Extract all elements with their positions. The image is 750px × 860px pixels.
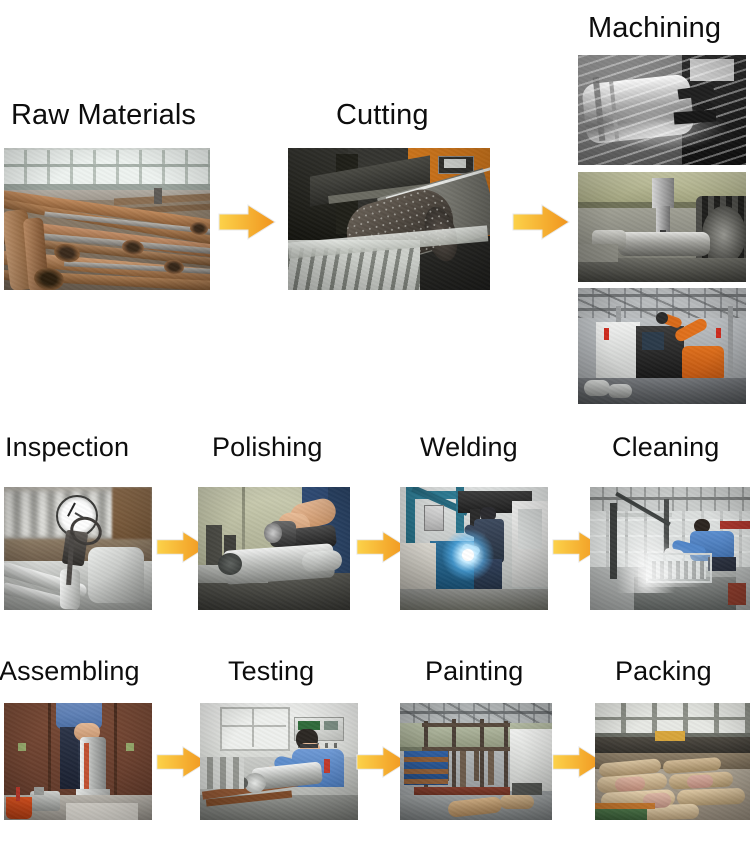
- step-label-machining: Machining: [588, 12, 722, 44]
- step-label-painting: Painting: [425, 656, 524, 686]
- arrow-polishing-to-welding: [356, 530, 408, 564]
- step-image-machining-robot-cell: [578, 288, 746, 404]
- step-image-cleaning: [590, 487, 750, 610]
- step-label-raw-materials: Raw Materials: [11, 99, 197, 131]
- step-label-cleaning: Cleaning: [612, 432, 720, 462]
- step-image-polishing: [198, 487, 350, 610]
- step-image-machining-turning: [578, 55, 746, 165]
- arrow-inspection-to-polishing: [156, 530, 208, 564]
- step-label-packing: Packing: [615, 656, 712, 686]
- step-label-welding: Welding: [420, 432, 518, 462]
- step-label-testing: Testing: [228, 656, 315, 686]
- step-image-cutting: [288, 148, 490, 290]
- arrow-painting-to-packing: [552, 745, 604, 779]
- arrow-assembling-to-testing: [156, 745, 208, 779]
- step-image-assembling: [4, 703, 152, 820]
- step-image-inspection: [4, 487, 152, 610]
- step-image-packing: [595, 703, 750, 820]
- step-image-raw-materials: [4, 148, 210, 290]
- step-image-welding: [400, 487, 548, 610]
- arrow-raw-to-cutting: [218, 203, 276, 241]
- step-image-painting: [400, 703, 552, 820]
- step-image-testing: [200, 703, 358, 820]
- step-image-machining-milling: [578, 172, 746, 282]
- step-label-inspection: Inspection: [5, 432, 130, 462]
- step-label-assembling: Assembling: [0, 656, 140, 686]
- step-label-cutting: Cutting: [336, 99, 429, 131]
- step-label-polishing: Polishing: [212, 432, 323, 462]
- arrow-testing-to-painting: [356, 745, 408, 779]
- arrow-cutting-to-machining: [512, 203, 570, 241]
